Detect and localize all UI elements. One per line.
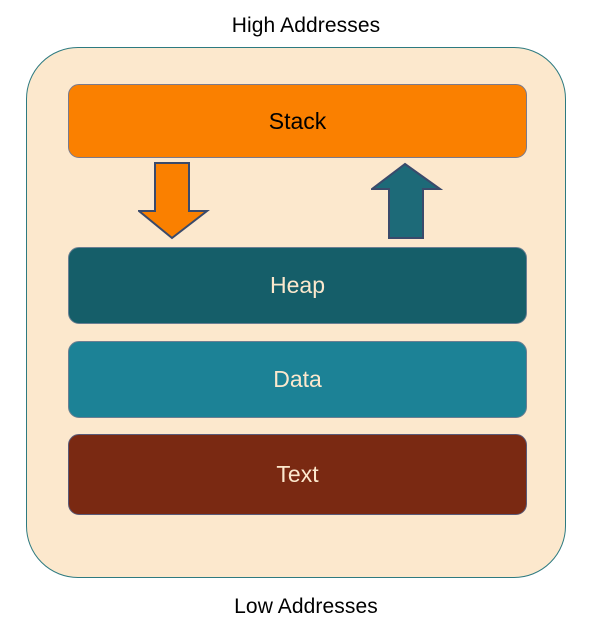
up-arrow-icon: [371, 162, 443, 239]
segment-data-label: Data: [273, 366, 322, 392]
high-addresses-label: High Addresses: [231, 14, 381, 37]
low-addresses-label: Low Addresses: [234, 595, 378, 618]
segment-text-label: Text: [276, 461, 319, 487]
segment-heap-label: Heap: [270, 272, 325, 298]
segment-text: Text: [68, 434, 527, 515]
segment-stack: Stack: [68, 84, 527, 158]
segment-data: Data: [68, 341, 527, 418]
heap-grows-up-arrow: [371, 162, 443, 239]
stack-grows-down-arrow: [138, 162, 210, 240]
segment-heap: Heap: [68, 247, 527, 324]
segment-stack-label: Stack: [268, 107, 327, 134]
down-arrow-icon: [138, 162, 210, 240]
